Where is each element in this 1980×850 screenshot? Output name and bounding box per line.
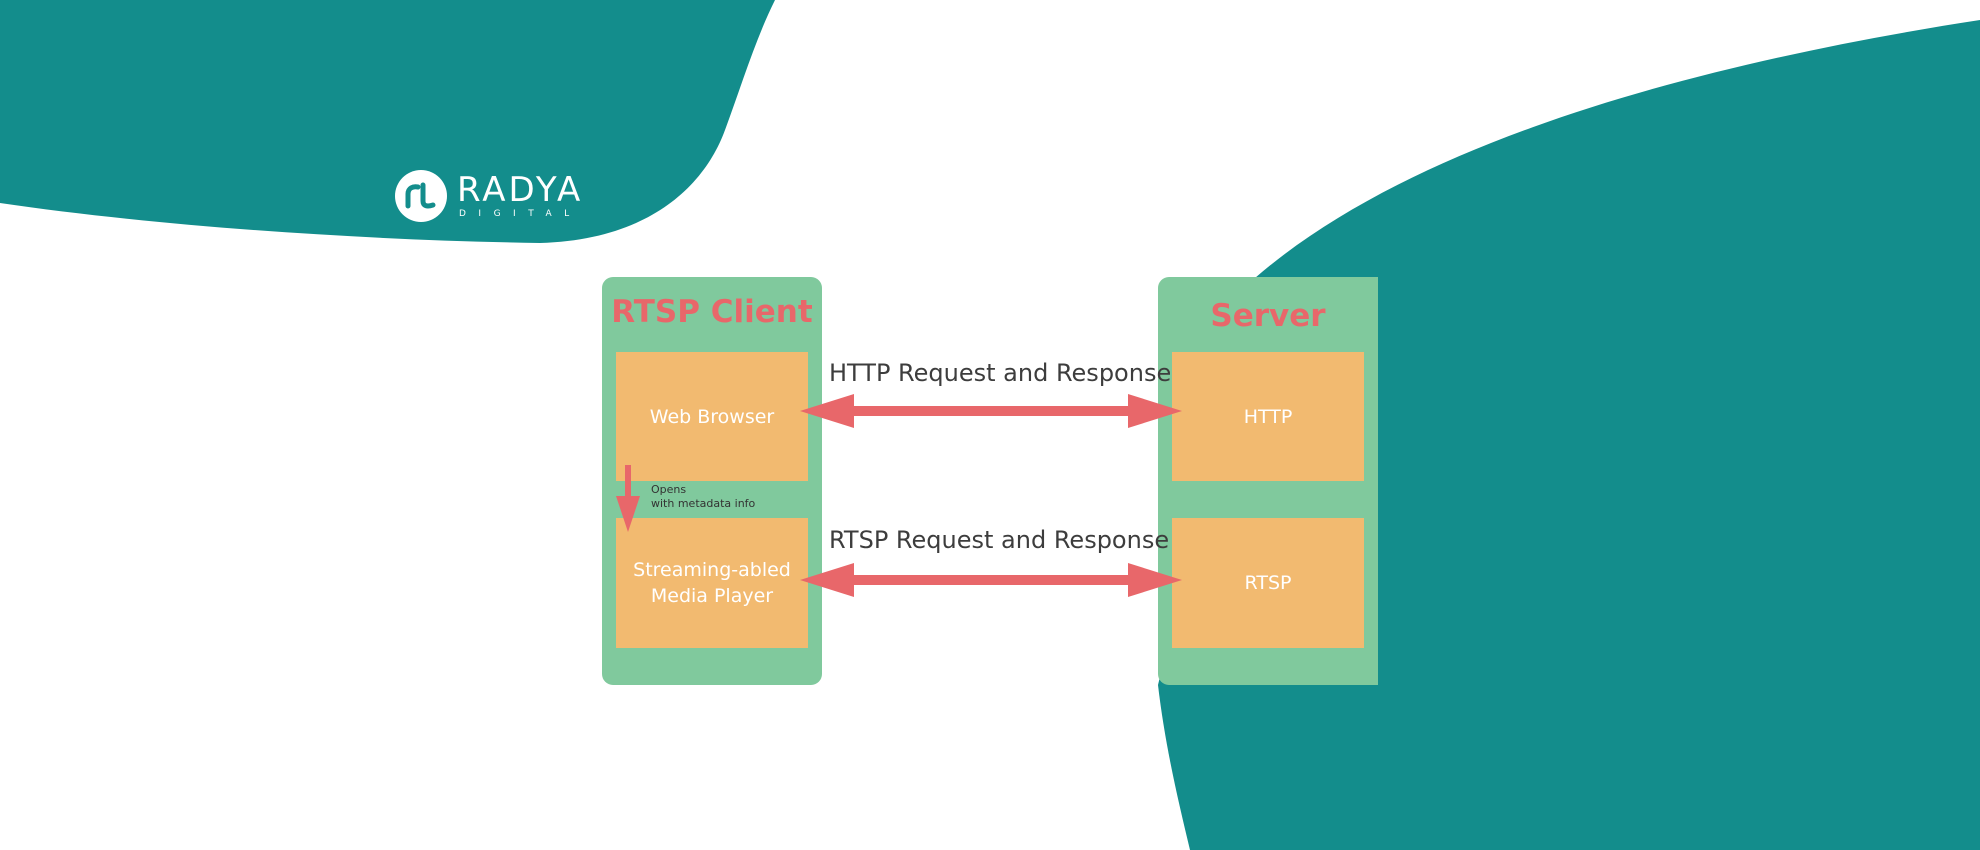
opens-note: Opens with metadata info bbox=[651, 483, 756, 510]
top-left-wave bbox=[0, 0, 775, 243]
media-player-box: Streaming-abled Media Player bbox=[616, 518, 808, 648]
web-browser-box: Web Browser bbox=[616, 352, 808, 481]
brand-subtitle: DIGITAL bbox=[459, 209, 582, 219]
client-title: RTSP Client bbox=[611, 294, 813, 330]
radya-digital-logo: RADYA DIGITAL bbox=[395, 168, 595, 228]
logo-badge bbox=[395, 170, 447, 222]
http-box: HTTP bbox=[1172, 352, 1364, 481]
rtsp-connection-label: RTSP Request and Response bbox=[829, 526, 1170, 554]
rtsp-client-panel: RTSP Client Web Browser Streaming-abled … bbox=[602, 277, 822, 685]
server-panel: Server HTTP RTSP bbox=[1158, 277, 1378, 685]
rtsp-box: RTSP bbox=[1172, 518, 1364, 648]
rl-monogram-icon bbox=[405, 182, 436, 209]
http-connection-label: HTTP Request and Response bbox=[829, 359, 1172, 387]
brand-name: RADYA bbox=[457, 170, 584, 210]
server-title: Server bbox=[1210, 298, 1326, 334]
